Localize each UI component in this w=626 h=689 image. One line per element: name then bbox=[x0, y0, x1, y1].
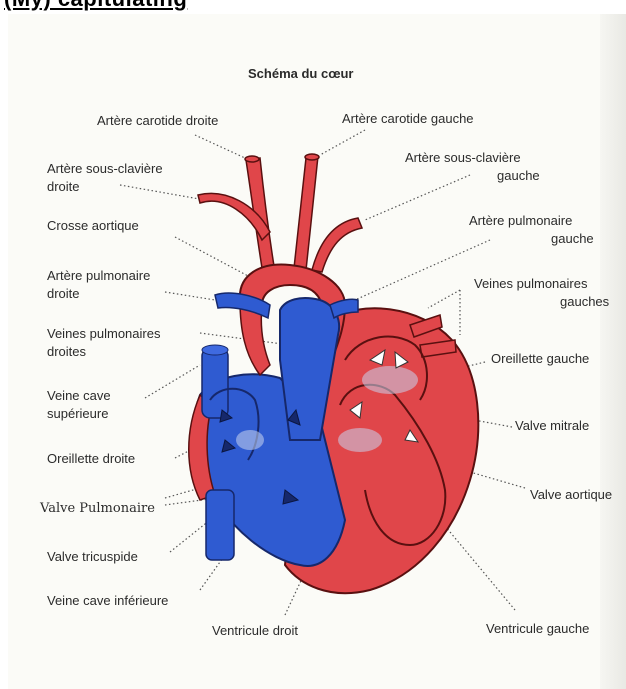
label-veines-pulm-droites-1: Veines pulmonaires bbox=[47, 325, 160, 343]
label-carotide-gauche: Artère carotide gauche bbox=[342, 110, 474, 128]
leader-veine-cave-sup bbox=[145, 365, 200, 398]
sous-claviere-gauche-vessel bbox=[312, 218, 362, 272]
label-valve-pulmonaire: Valve Pulmonaire bbox=[40, 500, 155, 518]
label-ventricule-gauche: Ventricule gauche bbox=[486, 620, 589, 638]
leader-sous-claviere-droite bbox=[120, 185, 205, 200]
label-pulmonaire-droite-2: droite bbox=[47, 285, 80, 303]
label-sous-claviere-gauche-1: Artère sous-clavière bbox=[405, 149, 521, 167]
label-carotide-droite: Artère carotide droite bbox=[97, 112, 218, 130]
inferior-vena-cava bbox=[206, 490, 234, 560]
label-sous-claviere-droite-1: Artère sous-clavière bbox=[47, 160, 163, 178]
label-veines-pulm-gauches-2: gauches bbox=[560, 293, 609, 311]
label-veines-pulm-gauches-1: Veines pulmonaires bbox=[474, 275, 587, 293]
label-pulmonaire-gauche-2: gauche bbox=[551, 230, 594, 248]
label-pulmonaire-gauche-1: Artère pulmonaire bbox=[469, 212, 572, 230]
label-veines-pulm-droites-2: droites bbox=[47, 343, 86, 361]
leader-sous-claviere-gauche bbox=[365, 175, 470, 220]
leader-pulmonaire-gauche bbox=[355, 240, 490, 300]
leader-pulmonaire-droite bbox=[165, 292, 215, 300]
leader-carotide-droite bbox=[195, 135, 245, 158]
label-crosse-aortique: Crosse aortique bbox=[47, 217, 139, 235]
leader-carotide-gauche bbox=[320, 130, 365, 155]
label-sous-claviere-gauche-2: gauche bbox=[497, 167, 540, 185]
label-veine-cave-sup-2: supérieure bbox=[47, 405, 108, 423]
label-ventricule-droit: Ventricule droit bbox=[212, 622, 298, 640]
leader-veines-pulm-gauches-a bbox=[428, 290, 460, 308]
label-veine-cave-sup-1: Veine cave bbox=[47, 387, 111, 405]
label-valve-aortique: Valve aortique bbox=[530, 486, 612, 504]
carotide-gauche-vessel bbox=[294, 156, 318, 270]
leader-ventricule-gauche bbox=[440, 520, 515, 610]
label-sous-claviere-droite-2: droite bbox=[47, 178, 80, 196]
superior-vena-cava bbox=[202, 348, 228, 418]
label-pulmonaire-droite-1: Artère pulmonaire bbox=[47, 267, 150, 285]
arteries bbox=[198, 154, 362, 272]
label-veine-cave-inf: Veine cave inférieure bbox=[47, 592, 168, 610]
label-valve-mitrale: Valve mitrale bbox=[515, 417, 589, 435]
label-oreillette-droite: Oreillette droite bbox=[47, 450, 135, 468]
label-valve-tricuspide: Valve tricuspide bbox=[47, 548, 138, 566]
label-oreillette-gauche: Oreillette gauche bbox=[491, 350, 589, 368]
